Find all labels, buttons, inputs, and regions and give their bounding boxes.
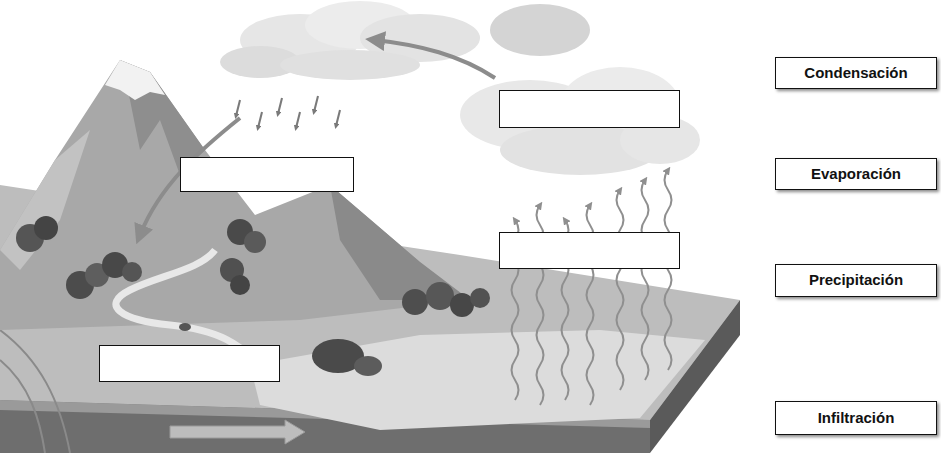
soil-seam xyxy=(0,360,45,453)
word-label: Infiltración xyxy=(818,409,895,427)
groundwater-arrow xyxy=(170,420,305,444)
raindrop xyxy=(278,98,282,114)
bush xyxy=(244,231,266,253)
word-box: Precipitación xyxy=(775,264,937,297)
raindrop xyxy=(258,112,262,128)
bush xyxy=(402,289,428,315)
rock xyxy=(179,323,191,331)
rain xyxy=(236,96,340,128)
word-label: Precipitación xyxy=(809,271,903,289)
raindrop xyxy=(296,112,300,128)
blank-box xyxy=(500,91,680,128)
bush xyxy=(470,288,490,308)
bush xyxy=(34,216,58,240)
flow-arrows xyxy=(140,40,495,444)
raindrop xyxy=(336,110,340,126)
bush xyxy=(230,275,250,295)
cloud xyxy=(280,50,420,80)
mountain-shade xyxy=(330,185,470,300)
mountain-light xyxy=(0,130,90,270)
raindrop xyxy=(236,100,240,116)
vapor-arrow xyxy=(617,190,624,390)
bush xyxy=(122,262,142,282)
cloud xyxy=(490,4,590,56)
word-box: Infiltración xyxy=(775,401,937,435)
blank-answer-boxes xyxy=(100,91,680,382)
blank-box xyxy=(100,346,280,382)
word-box: Evaporación xyxy=(775,158,937,190)
mountain xyxy=(0,60,470,330)
clouds xyxy=(220,1,700,175)
rock xyxy=(354,356,382,376)
mountains xyxy=(0,60,470,330)
soil-seam xyxy=(0,330,70,453)
raindrop xyxy=(314,96,318,112)
evaporation-arrows xyxy=(512,170,672,405)
word-box: Condensación xyxy=(775,57,937,89)
cloud-movement-arrow xyxy=(375,40,495,78)
lake xyxy=(250,330,705,430)
snow-cap xyxy=(105,60,165,100)
blank-box xyxy=(500,233,680,269)
vapor-arrow xyxy=(642,180,649,380)
word-label: Evaporación xyxy=(811,165,901,183)
blank-box xyxy=(181,158,354,192)
bush xyxy=(426,282,454,310)
word-label: Condensación xyxy=(804,64,907,82)
vapor-arrow xyxy=(665,170,672,370)
